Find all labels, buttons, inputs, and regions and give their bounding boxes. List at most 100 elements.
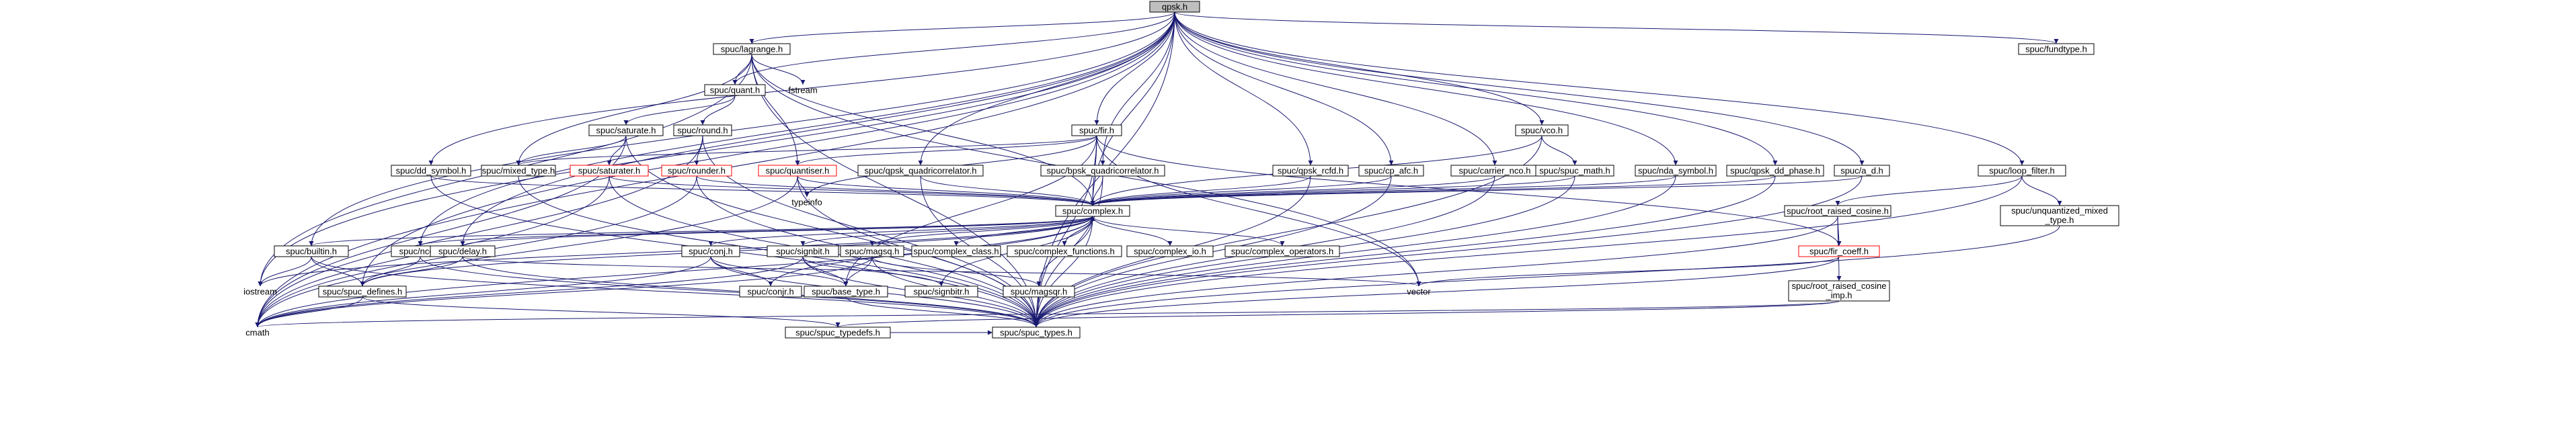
node-label: spuc/signbitr.h	[913, 287, 969, 297]
node-vco[interactable]: spuc/vco.h	[1515, 124, 1569, 136]
edge-rrc-to-types	[1033, 216, 1838, 328]
node-typeinfo: typeinfo	[791, 198, 822, 208]
edge-a_d-to-complex	[1090, 175, 1863, 206]
node-delay[interactable]: spuc/delay.h	[430, 245, 496, 257]
node-box	[1798, 245, 1880, 257]
node-box	[1003, 286, 1075, 298]
edge-qpsk-to-cp_afc	[1174, 11, 1394, 166]
node-unq-mixed[interactable]: spuc/unquantized_mixed_type.h	[2000, 205, 2119, 226]
edge-cp_afc-to-complex	[1090, 175, 1392, 206]
node-label: spuc/complex.h	[1062, 206, 1123, 216]
node-conjr[interactable]: spuc/conjr.h	[739, 286, 802, 298]
edge-fir-to-quantiser	[795, 135, 1097, 166]
node-box	[804, 286, 888, 298]
edge-qpsk-to-a_d	[1174, 11, 1865, 166]
node-math[interactable]: spuc/spuc_math.h	[1535, 165, 1614, 177]
node-signbit[interactable]: spuc/signbit.h	[767, 245, 839, 257]
node-magsqr[interactable]: spuc/magsqr.h	[1003, 286, 1075, 298]
node-label: spuc/vco.h	[1521, 126, 1563, 136]
node-label: spuc/rounder.h	[668, 166, 726, 176]
edge-nda_symbol-to-types	[1033, 175, 1676, 328]
node-box	[785, 326, 891, 339]
node-bpsk-qc[interactable]: spuc/bpsk_quadricorrelator.h	[1040, 165, 1165, 177]
node-fir-coeff[interactable]: spuc/fir_coeff.h	[1798, 245, 1880, 257]
node-label: spuc/complex_io.h	[1134, 247, 1206, 257]
edge-complex-to-magsq	[869, 216, 1093, 247]
node-round[interactable]: spuc/round.h	[673, 124, 732, 136]
node-signbitr[interactable]: spuc/signbitr.h	[904, 286, 978, 298]
node-builtin[interactable]: spuc/builtin.h	[274, 245, 349, 257]
node-a-d[interactable]: spuc/a_d.h	[1834, 165, 1890, 177]
node-label: spuc/delay.h	[438, 247, 487, 257]
node-rrc-imp[interactable]: spuc/root_raised_cosine_imp.h	[1788, 280, 1890, 302]
node-dd-symbol[interactable]: spuc/dd_symbol.h	[391, 165, 471, 177]
edge-conj-to-cmath	[255, 256, 711, 328]
node-label: spuc/spuc_types.h	[1000, 328, 1072, 338]
node-carrier-nco[interactable]: spuc/carrier_nco.h	[1450, 165, 1539, 177]
node-rrc[interactable]: spuc/root_raised_cosine.h	[1784, 205, 1891, 217]
node-fundtype[interactable]: spuc/fundtype.h	[2018, 43, 2095, 55]
node-fir[interactable]: spuc/fir.h	[1071, 124, 1122, 136]
edge-delay-to-defines	[360, 256, 463, 287]
edge-saturater-to-complex	[609, 175, 1095, 206]
node-quantiser[interactable]: spuc/quantiser.h	[758, 165, 837, 177]
node-magsq[interactable]: spuc/magsq.h	[840, 245, 904, 257]
node-box	[1635, 165, 1717, 177]
node-base-type[interactable]: spuc/base_type.h	[804, 286, 888, 298]
edge-quantiser-to-cmath	[255, 175, 798, 328]
node-box	[704, 84, 766, 96]
edge-complex-to-iostream	[258, 216, 1093, 287]
node-saturater[interactable]: spuc/saturater.h	[570, 165, 649, 177]
node-box	[1535, 165, 1614, 177]
node-loop-filter[interactable]: spuc/loop_filter.h	[1978, 165, 2066, 177]
edge-qpsk-to-dd_symbol	[428, 11, 1175, 166]
edge-signbit-to-cmath	[255, 256, 804, 328]
node-vector: vector	[1407, 287, 1431, 297]
edge-rounder-to-complex	[696, 175, 1095, 206]
edge-lagrange-to-mixed_type	[516, 54, 752, 166]
node-nda-symbol[interactable]: spuc/nda_symbol.h	[1635, 165, 1717, 177]
node-label: spuc/spuc_defines.h	[323, 287, 403, 297]
edge-nda_symbol-to-complex	[1090, 175, 1676, 206]
node-label: spuc/qpsk_quadricorrelator.h	[865, 166, 977, 176]
node-typedefs[interactable]: spuc/spuc_typedefs.h	[785, 326, 891, 339]
node-box	[1358, 165, 1424, 177]
node-label: typeinfo	[791, 198, 822, 208]
node-label: spuc/round.h	[677, 126, 728, 136]
node-quant[interactable]: spuc/quant.h	[704, 84, 766, 96]
node-label: spuc/mixed_type.h	[482, 166, 555, 176]
node-label: spuc/saturate.h	[596, 126, 656, 136]
edge-base_type-to-types	[845, 296, 1039, 328]
node-cx-ops[interactable]: spuc/complex_operators.h	[1224, 245, 1340, 257]
node-label: spuc/spuc_math.h	[1539, 166, 1610, 176]
node-box	[481, 165, 556, 177]
node-box	[430, 245, 496, 257]
node-conj[interactable]: spuc/conj.h	[681, 245, 740, 257]
edge-qpsk-to-bpsk_qc	[1100, 11, 1175, 166]
edge-qpsk_rcfd-to-complex	[1090, 175, 1311, 206]
node-cx-class[interactable]: spuc/complex_class.h	[911, 245, 1001, 257]
node-cx-io[interactable]: spuc/complex_io.h	[1126, 245, 1214, 257]
node-label: spuc/unquantized_mixed	[2011, 206, 2108, 216]
node-box	[1726, 165, 1824, 177]
node-box	[1126, 245, 1214, 257]
node-box	[274, 245, 349, 257]
node-lagrange[interactable]: spuc/lagrange.h	[713, 43, 791, 55]
node-cp-afc[interactable]: spuc/cp_afc.h	[1358, 165, 1424, 177]
node-layer: qpsk.h spuc/lagrange.h spuc/fundtype.h spuc…	[243, 1, 2119, 339]
edge-magsq-to-cmath	[255, 256, 873, 328]
node-rounder[interactable]: spuc/rounder.h	[661, 165, 732, 177]
node-saturate[interactable]: spuc/saturate.h	[588, 124, 664, 136]
node-complex[interactable]: spuc/complex.h	[1055, 205, 1130, 217]
node-qpsk[interactable]: qpsk.h	[1149, 1, 1200, 13]
node-qpsk-qc[interactable]: spuc/qpsk_quadricorrelator.h	[857, 165, 984, 177]
edge-fir-to-vector	[1096, 135, 1421, 287]
node-qpsk-rcfd[interactable]: spuc/qpsk_rcfd.h	[1272, 165, 1349, 177]
node-box	[673, 124, 732, 136]
node-dd-phase[interactable]: spuc/qpsk_dd_phase.h	[1726, 165, 1824, 177]
node-mixed-type[interactable]: spuc/mixed_type.h	[481, 165, 556, 177]
node-types[interactable]: spuc/spuc_types.h	[992, 326, 1081, 339]
node-cx-func[interactable]: spuc/complex_functions.h	[1007, 245, 1122, 257]
node-defines[interactable]: spuc/spuc_defines.h	[318, 286, 407, 298]
